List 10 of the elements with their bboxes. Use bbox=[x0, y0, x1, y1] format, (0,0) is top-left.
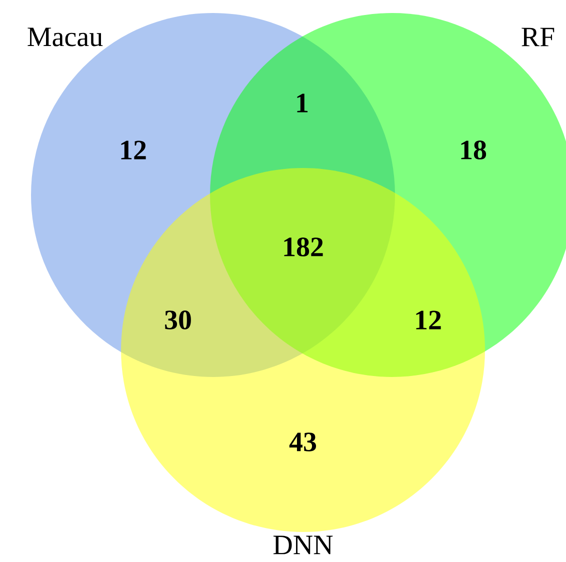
region-count: 12 bbox=[121, 140, 146, 160]
region-count: 43 bbox=[289, 432, 316, 452]
region-count: 30 bbox=[165, 310, 191, 330]
region-count: 12 bbox=[416, 310, 441, 330]
region-count: 182 bbox=[284, 238, 323, 256]
region-count: 1 bbox=[297, 94, 308, 112]
set-label: DNN bbox=[273, 536, 333, 554]
set-label: Macau bbox=[28, 28, 103, 46]
region-count: 18 bbox=[461, 140, 486, 160]
set-label: RF bbox=[522, 28, 554, 46]
